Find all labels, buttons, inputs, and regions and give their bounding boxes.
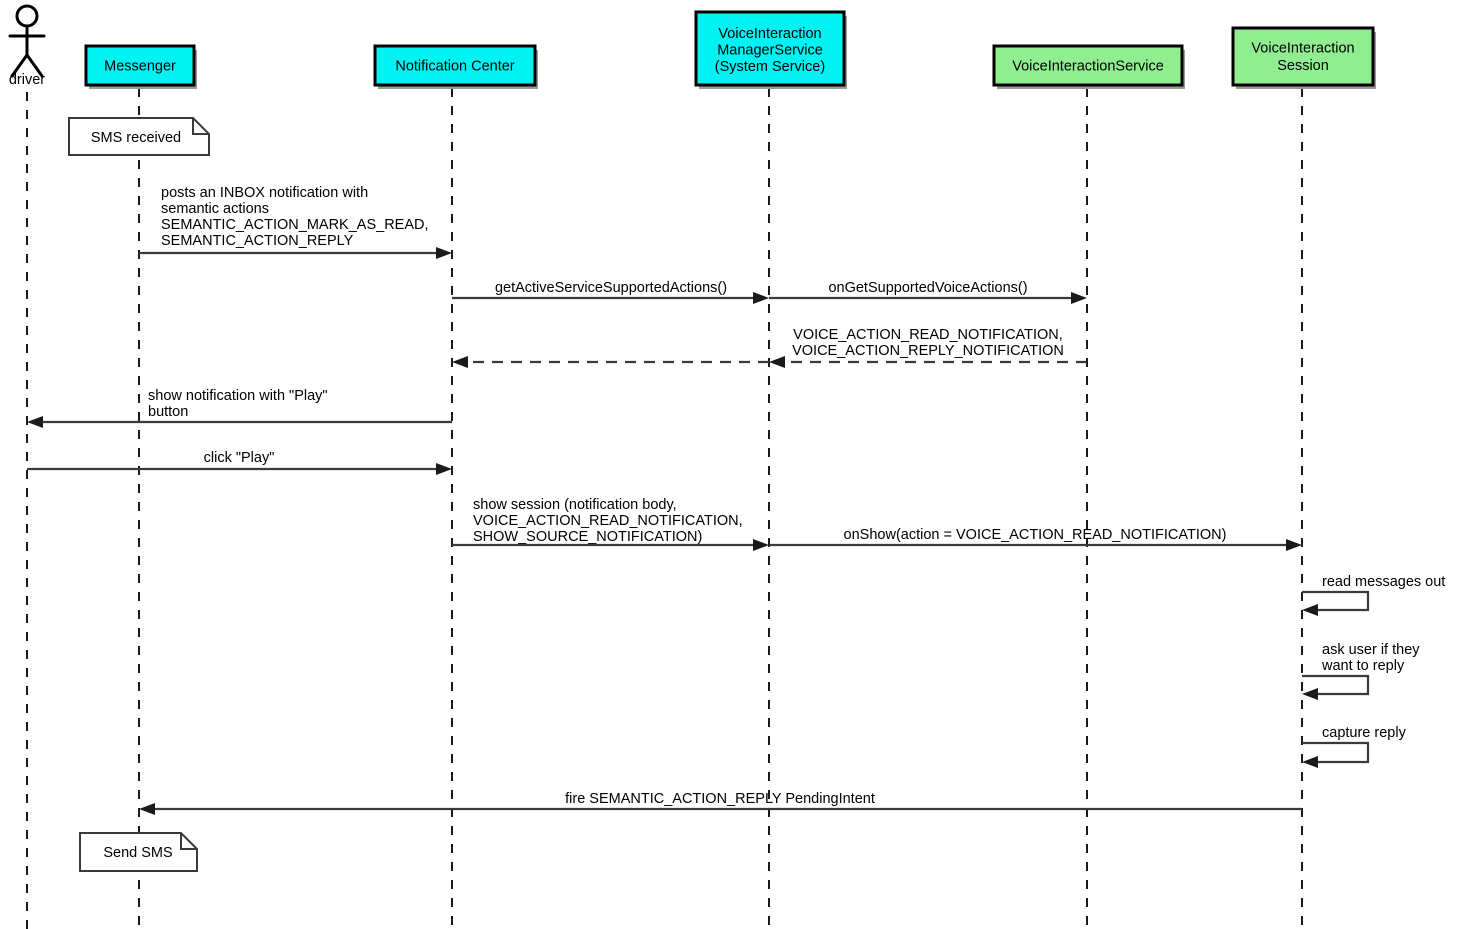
participant-messenger[interactable]: Messenger: [84, 44, 197, 89]
note-sms-received: SMS received: [68, 117, 210, 156]
message-show-session-label-line2: VOICE_ACTION_READ_NOTIFICATION,: [473, 513, 743, 529]
participant-session[interactable]: VoiceInteraction Session: [1231, 26, 1376, 89]
note-sms-received-label: SMS received: [91, 130, 181, 146]
participant-vims-box: [694, 10, 846, 87]
message-fire-pending-intent-arrowhead: [139, 803, 155, 815]
message-click-play-label: click "Play": [204, 450, 275, 466]
message-show-session: show session (notification body, VOICE_A…: [452, 497, 769, 551]
lifelines-layer: [26, 88, 1303, 929]
actor-leg-right-icon: [25, 53, 44, 78]
message-capture-reply-label: capture reply: [1322, 725, 1407, 741]
message-read-messages-out-line: [1302, 590, 1370, 612]
message-show-session-label-line3: SHOW_SOURCE_NOTIFICATION): [473, 529, 702, 545]
message-capture-reply: capture reply: [1302, 725, 1407, 768]
participant-vis[interactable]: VoiceInteractionService: [992, 44, 1185, 89]
message-ask-user-reply-label-line1: ask user if they: [1322, 642, 1420, 658]
message-show-notification-arrowhead: [27, 416, 43, 428]
message-show-session-label-line1: show session (notification body,: [473, 497, 677, 513]
message-fire-pending-intent: fire SEMANTIC_ACTION_REPLY PendingIntent: [139, 791, 1302, 815]
note-send-sms-fold-icon: [180, 833, 197, 850]
message-click-play-arrowhead: [436, 463, 452, 475]
message-post-notification-label-line4: SEMANTIC_ACTION_REPLY: [161, 233, 354, 249]
message-return-voice-actions-to-vims-label-line1: VOICE_ACTION_READ_NOTIFICATION,: [793, 327, 1063, 343]
message-show-notification-label-line2: button: [148, 404, 188, 420]
message-show-notification-label-line1: show notification with "Play": [148, 388, 328, 404]
message-show-notification: show notification with "Play" button: [27, 388, 452, 428]
participant-vims-label-line1: VoiceInteraction: [718, 26, 821, 42]
message-read-messages-out-label: read messages out: [1322, 574, 1445, 590]
message-return-voice-actions-to-notification-center-arrowhead: [452, 356, 468, 368]
note-send-sms-shape: [79, 832, 198, 872]
participant-vis-label: VoiceInteractionService: [1012, 58, 1164, 74]
actor-head-icon: [15, 4, 39, 28]
message-post-notification-label-line2: semantic actions: [161, 201, 269, 217]
message-on-show-arrowhead: [1286, 539, 1302, 551]
message-ask-user-reply-label-line2: want to reply: [1321, 658, 1405, 674]
note-send-sms-label: Send SMS: [103, 845, 172, 861]
message-on-get-supported-voice-actions: onGetSupportedVoiceActions(): [769, 280, 1087, 304]
actor-label: driver: [9, 72, 45, 88]
message-get-active-service-supported-actions-arrowhead: [753, 292, 769, 304]
message-ask-user-reply: ask user if they want to reply: [1302, 642, 1420, 700]
participant-session-label-line1: VoiceInteraction: [1251, 40, 1354, 56]
participant-vims-label-line2: ManagerService: [717, 42, 823, 58]
message-post-notification-label-line1: posts an INBOX notification with: [161, 185, 368, 201]
message-ask-user-reply-arrowhead: [1302, 688, 1318, 700]
message-on-get-supported-voice-actions-arrowhead: [1071, 292, 1087, 304]
message-return-voice-actions-to-vims: VOICE_ACTION_READ_NOTIFICATION, VOICE_AC…: [769, 327, 1087, 368]
message-on-get-supported-voice-actions-label: onGetSupportedVoiceActions(): [828, 280, 1027, 296]
message-return-voice-actions-to-vims-label-line2: VOICE_ACTION_REPLY_NOTIFICATION: [792, 343, 1064, 359]
message-fire-pending-intent-label: fire SEMANTIC_ACTION_REPLY PendingIntent: [565, 791, 875, 807]
actor-leg-left-icon: [10, 53, 29, 78]
actor-driver[interactable]: driver: [8, 4, 46, 88]
participant-session-label-line2: Session: [1277, 58, 1329, 74]
participant-vis-box: [992, 44, 1184, 87]
message-read-messages-out: read messages out: [1302, 574, 1445, 616]
participant-notification-center-box: [373, 44, 537, 87]
message-click-play: click "Play": [27, 450, 452, 475]
participant-messenger-label: Messenger: [104, 58, 176, 74]
note-send-sms: Send SMS: [79, 832, 198, 872]
participant-session-box: [1231, 26, 1375, 87]
participant-messenger-box: [84, 44, 196, 87]
message-on-show: onShow(action = VOICE_ACTION_READ_NOTIFI…: [769, 527, 1302, 551]
message-return-voice-actions-to-vims-arrowhead: [769, 356, 785, 368]
participant-vims[interactable]: VoiceInteraction ManagerService (System …: [694, 10, 847, 89]
message-post-notification-label-line3: SEMANTIC_ACTION_MARK_AS_READ,: [161, 217, 429, 233]
message-read-messages-out-arrowhead: [1302, 604, 1318, 616]
message-post-notification: posts an INBOX notification with semanti…: [139, 185, 452, 259]
message-ask-user-reply-line: [1302, 674, 1370, 696]
message-get-active-service-supported-actions: getActiveServiceSupportedActions(): [452, 280, 769, 304]
message-post-notification-arrowhead: [436, 247, 452, 259]
participant-notification-center[interactable]: Notification Center: [373, 44, 538, 89]
participant-vims-label-line3: (System Service): [715, 59, 825, 75]
message-get-active-service-supported-actions-label: getActiveServiceSupportedActions(): [495, 280, 727, 296]
message-show-session-arrowhead: [753, 539, 769, 551]
message-on-show-label: onShow(action = VOICE_ACTION_READ_NOTIFI…: [844, 527, 1227, 543]
message-capture-reply-arrowhead: [1302, 756, 1318, 768]
participant-notification-center-label: Notification Center: [395, 58, 514, 74]
note-sms-received-fold-icon: [192, 118, 209, 135]
message-return-voice-actions-to-notification-center: [452, 356, 769, 368]
message-capture-reply-line: [1302, 741, 1370, 764]
note-sms-received-shape: [68, 117, 210, 156]
